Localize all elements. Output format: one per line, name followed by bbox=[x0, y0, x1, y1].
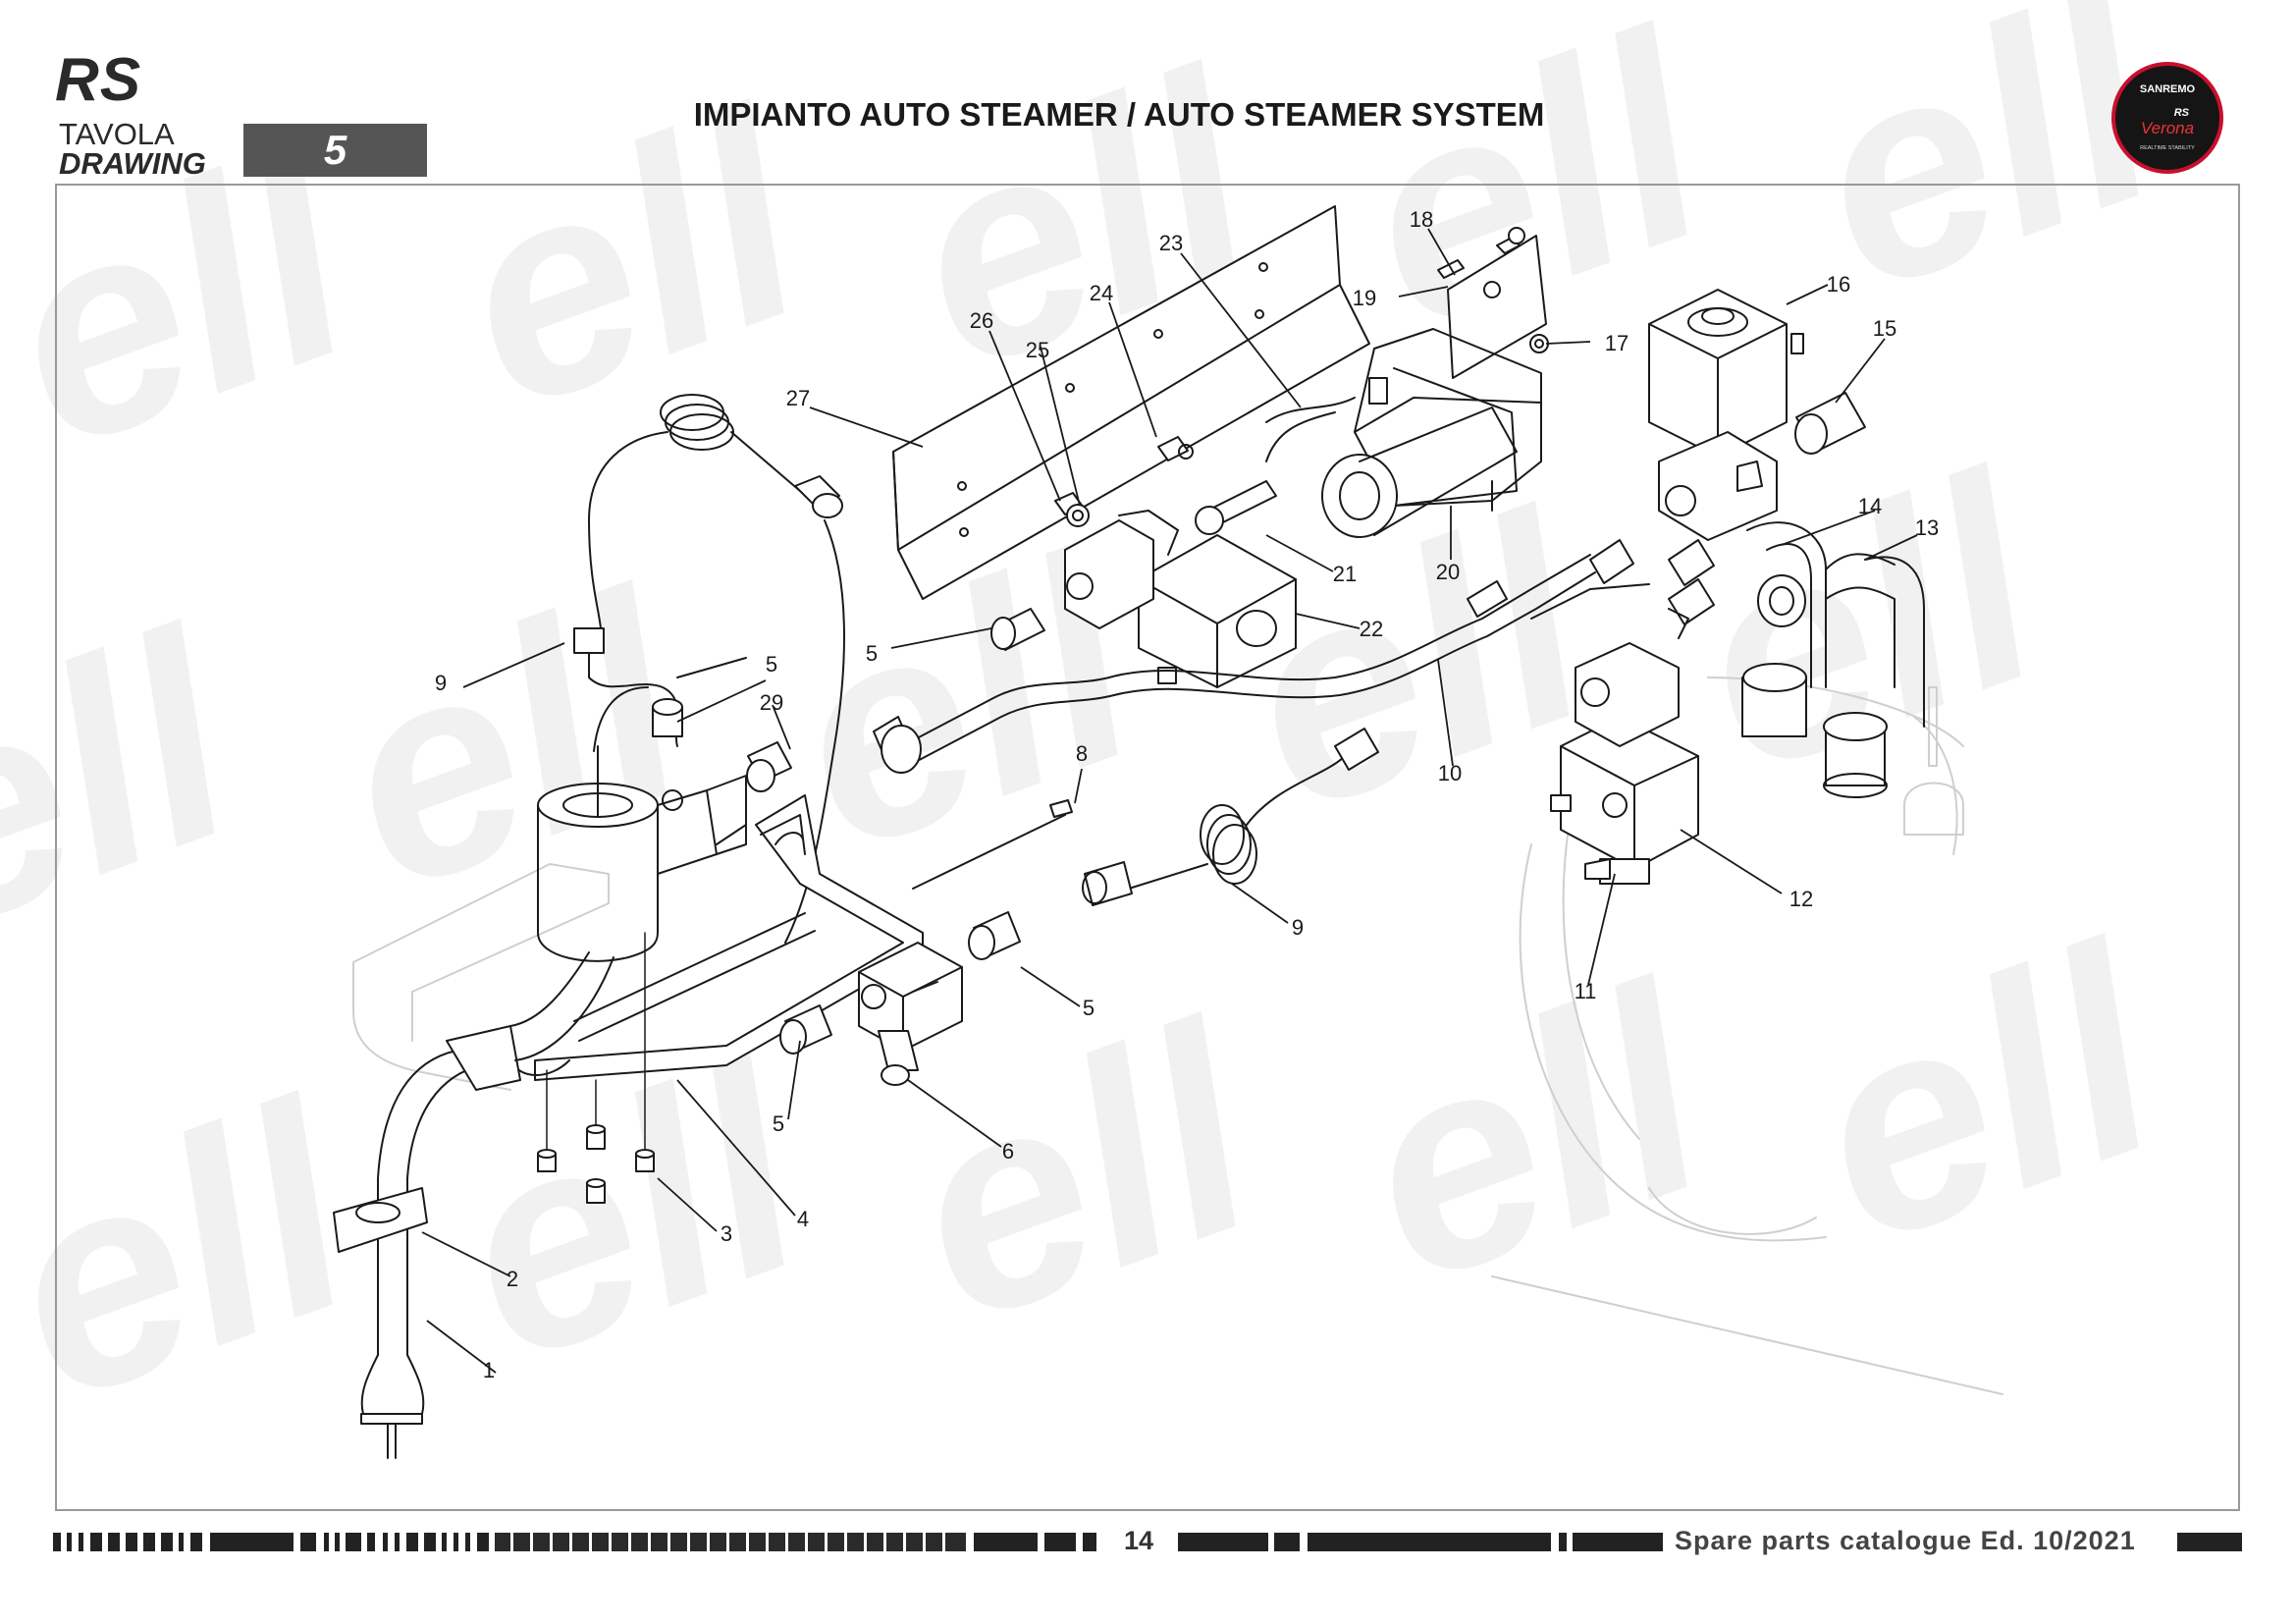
catalogue-edition: Spare parts catalogue Ed. 10/2021 bbox=[1675, 1526, 2136, 1555]
callout-24: 24 bbox=[1090, 281, 1113, 305]
leader-lines bbox=[421, 228, 1918, 1374]
solenoid-valve-top-right bbox=[1648, 289, 1804, 541]
callout-26: 26 bbox=[970, 308, 993, 333]
steam-pipe bbox=[873, 539, 1650, 774]
callout-8: 8 bbox=[1076, 741, 1088, 766]
callout-1: 1 bbox=[483, 1358, 495, 1382]
callout-25: 25 bbox=[1026, 338, 1049, 362]
callout-5d: 5 bbox=[773, 1111, 784, 1136]
callout-6: 6 bbox=[1002, 1139, 1014, 1164]
pump-bracket bbox=[1437, 227, 1549, 379]
model-code: RS bbox=[55, 46, 142, 114]
solenoid-valve-right bbox=[1550, 608, 1699, 885]
callout-2: 2 bbox=[507, 1267, 518, 1291]
fitting-upper bbox=[990, 608, 1045, 651]
callout-29: 29 bbox=[760, 690, 783, 715]
pump-fitting bbox=[1195, 377, 1388, 535]
drawing-frame bbox=[55, 184, 2240, 1511]
screw-guides bbox=[546, 932, 646, 1150]
callout-9a: 9 bbox=[435, 671, 447, 695]
page-title: IMPIANTO AUTO STEAMER / AUTO STEAMER SYS… bbox=[693, 96, 1545, 133]
callout-5a: 5 bbox=[766, 652, 777, 677]
coil-tube-lower bbox=[1082, 728, 1379, 906]
callout-13: 13 bbox=[1915, 515, 1939, 540]
logo-disc bbox=[2115, 66, 2219, 170]
drawing-label: DRAWING bbox=[59, 146, 206, 181]
mounting-plate bbox=[892, 205, 1370, 600]
drawing-label-block: TAVOLA DRAWING bbox=[59, 117, 206, 181]
callout-17: 17 bbox=[1605, 331, 1629, 355]
steam-wand-boiler bbox=[537, 745, 747, 962]
solenoid-valve-upper bbox=[1064, 510, 1297, 688]
callout-21: 21 bbox=[1333, 562, 1357, 586]
base-plate-ghost bbox=[352, 863, 610, 1091]
fittings-left-upper bbox=[593, 657, 792, 792]
tee-pipes bbox=[1668, 521, 1925, 798]
footer-barcode bbox=[53, 1533, 2242, 1551]
fitting-15 bbox=[1794, 392, 1866, 455]
callout-22: 22 bbox=[1360, 617, 1383, 641]
callout-16: 16 bbox=[1827, 272, 1850, 297]
coil-tube-upper bbox=[573, 394, 845, 944]
callout-labels: 1 2 3 4 5 5 5 5 6 8 9 9 10 11 12 13 14 1… bbox=[435, 207, 1939, 1382]
pump-motor bbox=[1321, 328, 1542, 538]
callout-4: 4 bbox=[797, 1207, 809, 1231]
callout-14: 14 bbox=[1858, 494, 1882, 518]
stud-set bbox=[1054, 436, 1194, 527]
solenoid-valve-lower bbox=[779, 799, 1073, 1086]
logo-model: RS bbox=[2174, 107, 2190, 119]
callout-3: 3 bbox=[721, 1221, 732, 1246]
callout-9b: 9 bbox=[1292, 915, 1304, 940]
tavola-label: TAVOLA bbox=[59, 117, 175, 151]
logo-brand: SANREMO bbox=[2140, 83, 2196, 95]
callout-5b: 5 bbox=[866, 641, 878, 666]
machine-outline-ghost bbox=[1491, 677, 2003, 1395]
callout-23: 23 bbox=[1159, 231, 1183, 255]
drawing-number: 5 bbox=[243, 124, 427, 177]
footer-bar bbox=[53, 1533, 2242, 1551]
wand-bracket bbox=[509, 794, 924, 1081]
brand-logo: SANREMO RS Verona REALTIME STABILITY bbox=[2111, 62, 2223, 174]
callout-20: 20 bbox=[1436, 560, 1460, 584]
callout-19: 19 bbox=[1353, 286, 1376, 310]
steam-wand bbox=[333, 951, 614, 1459]
callout-12: 12 bbox=[1789, 887, 1813, 911]
callout-5c: 5 bbox=[1083, 996, 1095, 1020]
page-number: 14 bbox=[1123, 1526, 1154, 1555]
screw-set bbox=[537, 1124, 655, 1204]
callout-18: 18 bbox=[1410, 207, 1433, 232]
callout-15: 15 bbox=[1873, 316, 1896, 341]
callout-10: 10 bbox=[1438, 761, 1462, 785]
callout-27: 27 bbox=[786, 386, 810, 410]
callout-11: 11 bbox=[1575, 979, 1597, 1003]
logo-tagline: REALTIME STABILITY bbox=[2140, 145, 2195, 151]
logo-script: Verona bbox=[2141, 119, 2194, 137]
